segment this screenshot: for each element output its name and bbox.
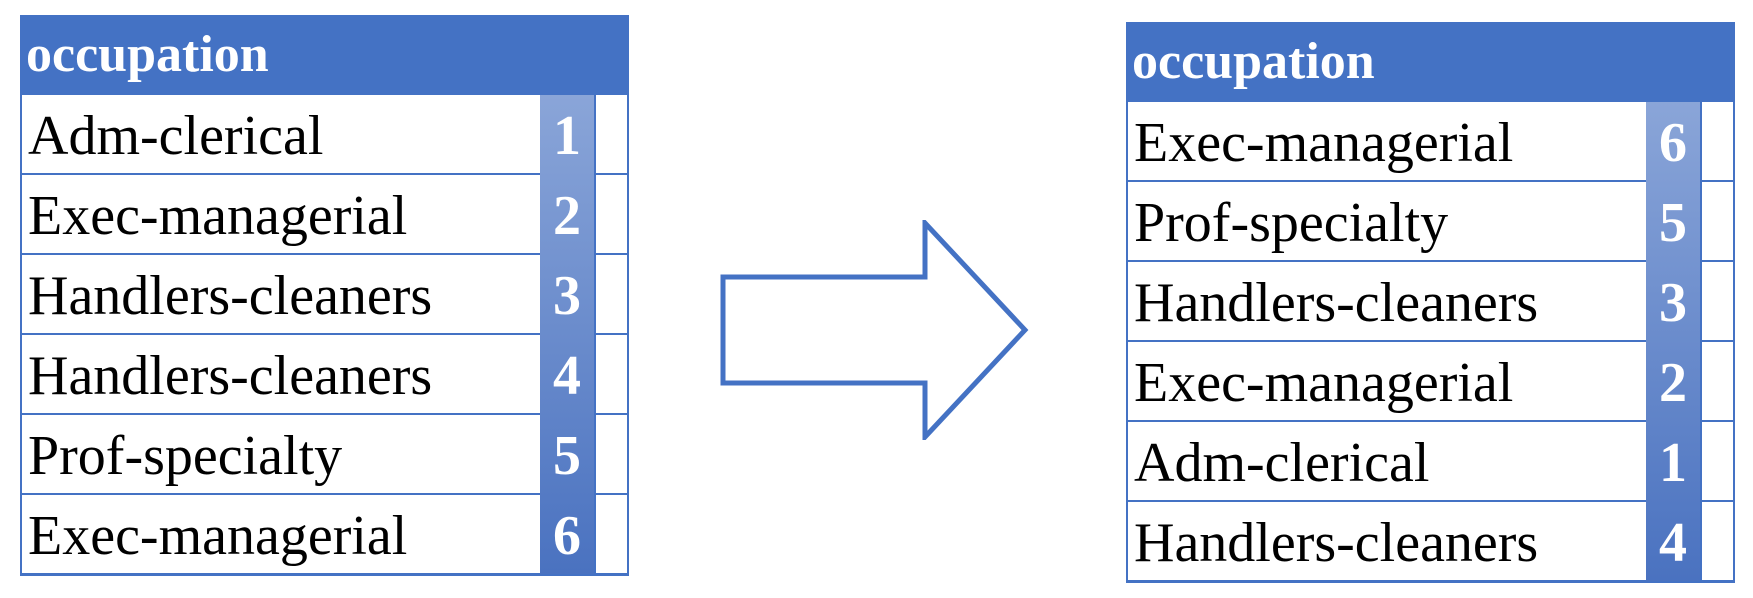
- right-arrow-icon: [720, 220, 1029, 440]
- occupation-label: Exec-managerial: [1134, 112, 1514, 174]
- row-index-number: 1: [553, 105, 581, 167]
- row-index-number: 2: [1659, 352, 1687, 414]
- left-column-divider: [594, 95, 596, 574]
- row-index-number: 5: [553, 425, 581, 487]
- left-table-header: occupation: [20, 15, 629, 95]
- occupation-label: Handlers-cleaners: [28, 265, 433, 327]
- occupation-label: Prof-specialty: [28, 425, 343, 487]
- table-row: Exec-managerial: [1126, 102, 1733, 182]
- row-index-number: 5: [1659, 192, 1687, 254]
- occupation-label: Adm-clerical: [1134, 432, 1430, 494]
- right-number-strip: 6 5 3 2 1 4: [1646, 102, 1700, 581]
- right-table-header: occupation: [1126, 22, 1735, 102]
- occupation-label: Handlers-cleaners: [28, 345, 433, 407]
- row-index-number: 2: [553, 185, 581, 247]
- row-index-number: 4: [1659, 512, 1687, 574]
- table-row: Handlers-cleaners: [20, 255, 627, 335]
- row-index-number: 6: [553, 505, 581, 567]
- table-row: Prof-specialty: [1126, 182, 1733, 262]
- occupation-label: Exec-managerial: [28, 185, 408, 247]
- occupation-label: Handlers-cleaners: [1134, 512, 1539, 574]
- row-index-number: 6: [1659, 112, 1687, 174]
- occupation-label: Exec-managerial: [1134, 352, 1514, 414]
- left-number-strip: 1 2 3 4 5 6: [540, 95, 594, 574]
- table-row: Prof-specialty: [20, 415, 627, 495]
- table-row: Handlers-cleaners: [1126, 262, 1733, 342]
- row-index-number: 3: [1659, 272, 1687, 334]
- occupation-label: Prof-specialty: [1134, 192, 1449, 254]
- arrow-shape: [720, 220, 1029, 440]
- row-index-number: 1: [1659, 432, 1687, 494]
- occupation-label: Exec-managerial: [28, 505, 408, 567]
- occupation-label: Adm-clerical: [28, 105, 324, 167]
- table-row: Exec-managerial: [20, 495, 627, 575]
- right-column-divider: [1700, 102, 1702, 581]
- row-index-number: 4: [553, 345, 581, 407]
- table-row: Adm-clerical: [1126, 422, 1733, 502]
- table-row: Handlers-cleaners: [1126, 502, 1733, 582]
- table-row: Adm-clerical: [20, 95, 627, 175]
- table-row: Exec-managerial: [20, 175, 627, 255]
- table-row: Handlers-cleaners: [20, 335, 627, 415]
- row-index-number: 3: [553, 265, 581, 327]
- occupation-label: Handlers-cleaners: [1134, 272, 1539, 334]
- table-row: Exec-managerial: [1126, 342, 1733, 422]
